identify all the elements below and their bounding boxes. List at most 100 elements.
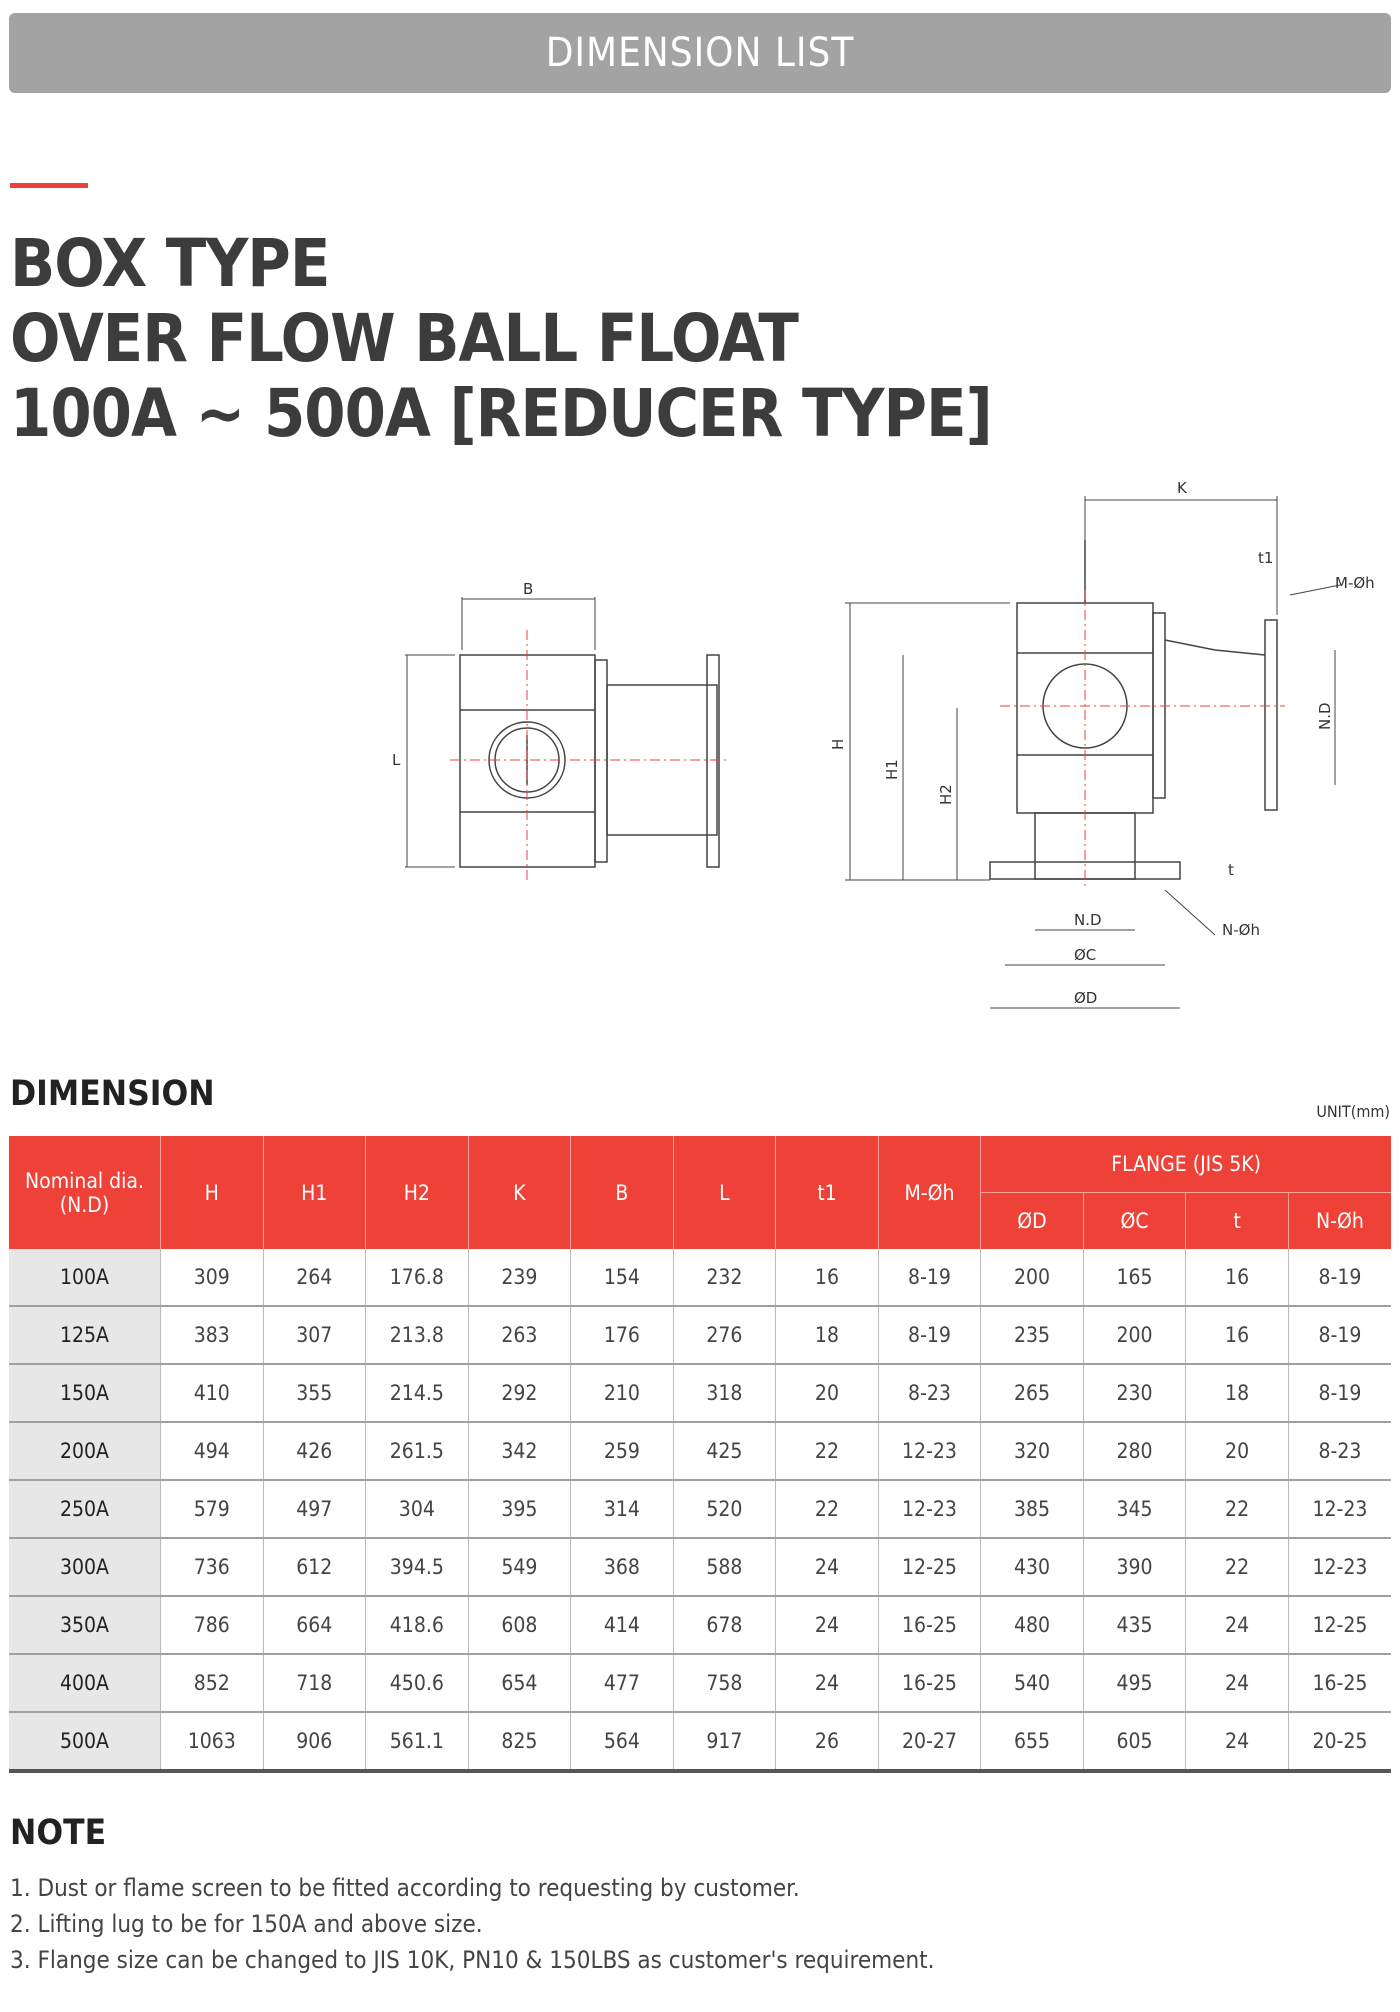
label-l: L xyxy=(392,751,401,769)
table-cell: 12-25 xyxy=(877,1538,981,1597)
table-cell: 16-25 xyxy=(877,1654,981,1713)
header-od: ØD xyxy=(980,1192,1084,1249)
table-cell: 8-19 xyxy=(877,1306,981,1365)
table-cell: 825 xyxy=(467,1712,571,1773)
label-oc: ØC xyxy=(1074,946,1096,964)
table-cell: 24 xyxy=(1185,1596,1289,1655)
product-title: BOX TYPE OVER FLOW BALL FLOAT 100A ~ 500… xyxy=(10,226,993,452)
table-cell: 18 xyxy=(775,1306,879,1365)
table-cell: 430 xyxy=(980,1538,1084,1597)
table-cell: 414 xyxy=(570,1596,674,1655)
table-cell: 758 xyxy=(672,1654,776,1713)
table-cell: 259 xyxy=(570,1422,674,1481)
nominal-dia-cell: 350A xyxy=(9,1596,161,1655)
table-cell: 390 xyxy=(1082,1538,1186,1597)
table-cell: 425 xyxy=(672,1422,776,1481)
table-cell: 307 xyxy=(262,1306,366,1365)
table-cell: 24 xyxy=(775,1596,879,1655)
table-cell: 235 xyxy=(980,1306,1084,1365)
table-cell: 263 xyxy=(467,1306,571,1365)
table-cell: 261.5 xyxy=(365,1422,469,1481)
table-cell: 342 xyxy=(467,1422,571,1481)
table-cell: 22 xyxy=(775,1422,879,1481)
nominal-dia-cell: 100A xyxy=(9,1249,161,1307)
table-cell: 8-23 xyxy=(877,1364,981,1423)
dimension-table: Nominal dia. (N.D) H H1 H2 K B L t1 M-Øh… xyxy=(9,1136,1391,1773)
table-cell: 16 xyxy=(775,1249,879,1307)
table-cell: 304 xyxy=(365,1480,469,1539)
dimension-list-banner: DIMENSION LIST xyxy=(9,13,1391,93)
table-cell: 8-23 xyxy=(1287,1422,1391,1481)
table-cell: 480 xyxy=(980,1596,1084,1655)
title-line-3: 100A ~ 500A [REDUCER TYPE] xyxy=(10,375,993,452)
table-cell: 549 xyxy=(467,1538,571,1597)
table-cell: 906 xyxy=(262,1712,366,1773)
unit-label: UNIT(mm) xyxy=(1316,1102,1390,1121)
table-cell: 8-19 xyxy=(1287,1364,1391,1423)
table-cell: 16 xyxy=(1185,1249,1289,1307)
table-cell: 608 xyxy=(467,1596,571,1655)
header-flange: FLANGE (JIS 5K) xyxy=(980,1136,1391,1193)
table-cell: 214.5 xyxy=(365,1364,469,1423)
table-cell: 16 xyxy=(1185,1306,1289,1365)
nominal-dia-cell: 400A xyxy=(9,1654,161,1713)
table-cell: 210 xyxy=(570,1364,674,1423)
table-cell: 520 xyxy=(672,1480,776,1539)
table-cell: 564 xyxy=(570,1712,674,1773)
header-nominal-dia: Nominal dia. (N.D) xyxy=(9,1136,161,1249)
table-cell: 264 xyxy=(262,1249,366,1307)
table-cell: 24 xyxy=(1185,1712,1289,1773)
table-cell: 314 xyxy=(570,1480,674,1539)
table-cell: 292 xyxy=(467,1364,571,1423)
header-n-oh: N-Øh xyxy=(1287,1192,1391,1249)
table-cell: 477 xyxy=(570,1654,674,1713)
table-cell: 345 xyxy=(1082,1480,1186,1539)
table-cell: 579 xyxy=(160,1480,264,1539)
table-cell: 494 xyxy=(160,1422,264,1481)
nominal-dia-cell: 200A xyxy=(9,1422,161,1481)
header-b: B xyxy=(570,1136,674,1249)
table-cell: 852 xyxy=(160,1654,264,1713)
notes-list: 1. Dust or flame screen to be fitted acc… xyxy=(10,1870,934,1978)
label-b: B xyxy=(523,580,533,598)
title-line-2: OVER FLOW BALL FLOAT xyxy=(10,300,799,377)
table-cell: 318 xyxy=(672,1364,776,1423)
label-h: H xyxy=(829,739,847,750)
table-cell: 12-25 xyxy=(1287,1596,1391,1655)
nominal-dia-cell: 500A xyxy=(9,1712,161,1773)
table-cell: 12-23 xyxy=(877,1480,981,1539)
table-cell: 1063 xyxy=(160,1712,264,1773)
table-cell: 320 xyxy=(980,1422,1084,1481)
header-h1: H1 xyxy=(262,1136,366,1249)
table-cell: 276 xyxy=(672,1306,776,1365)
label-od: ØD xyxy=(1074,989,1097,1007)
table-cell: 426 xyxy=(262,1422,366,1481)
header-h: H xyxy=(160,1136,264,1249)
table-cell: 410 xyxy=(160,1364,264,1423)
table-cell: 8-19 xyxy=(1287,1249,1391,1307)
table-cell: 12-23 xyxy=(1287,1480,1391,1539)
label-k: K xyxy=(1177,479,1188,497)
note-item: 2. Lifting lug to be for 150A and above … xyxy=(10,1910,483,1938)
table-cell: 154 xyxy=(570,1249,674,1307)
dimension-heading: DIMENSION xyxy=(10,1074,215,1114)
table-cell: 213.8 xyxy=(365,1306,469,1365)
table-cell: 176 xyxy=(570,1306,674,1365)
table-cell: 200 xyxy=(980,1249,1084,1307)
table-cell: 385 xyxy=(980,1480,1084,1539)
table-cell: 8-19 xyxy=(1287,1306,1391,1365)
nominal-dia-cell: 150A xyxy=(9,1364,161,1423)
table-cell: 22 xyxy=(1185,1538,1289,1597)
table-cell: 309 xyxy=(160,1249,264,1307)
table-cell: 165 xyxy=(1082,1249,1186,1307)
header-h2: H2 xyxy=(365,1136,469,1249)
header-l: L xyxy=(672,1136,776,1249)
technical-drawing: B L K t1 M-Øh N.D H H1 H2 t N-Øh N.D ØC … xyxy=(392,479,1375,1009)
